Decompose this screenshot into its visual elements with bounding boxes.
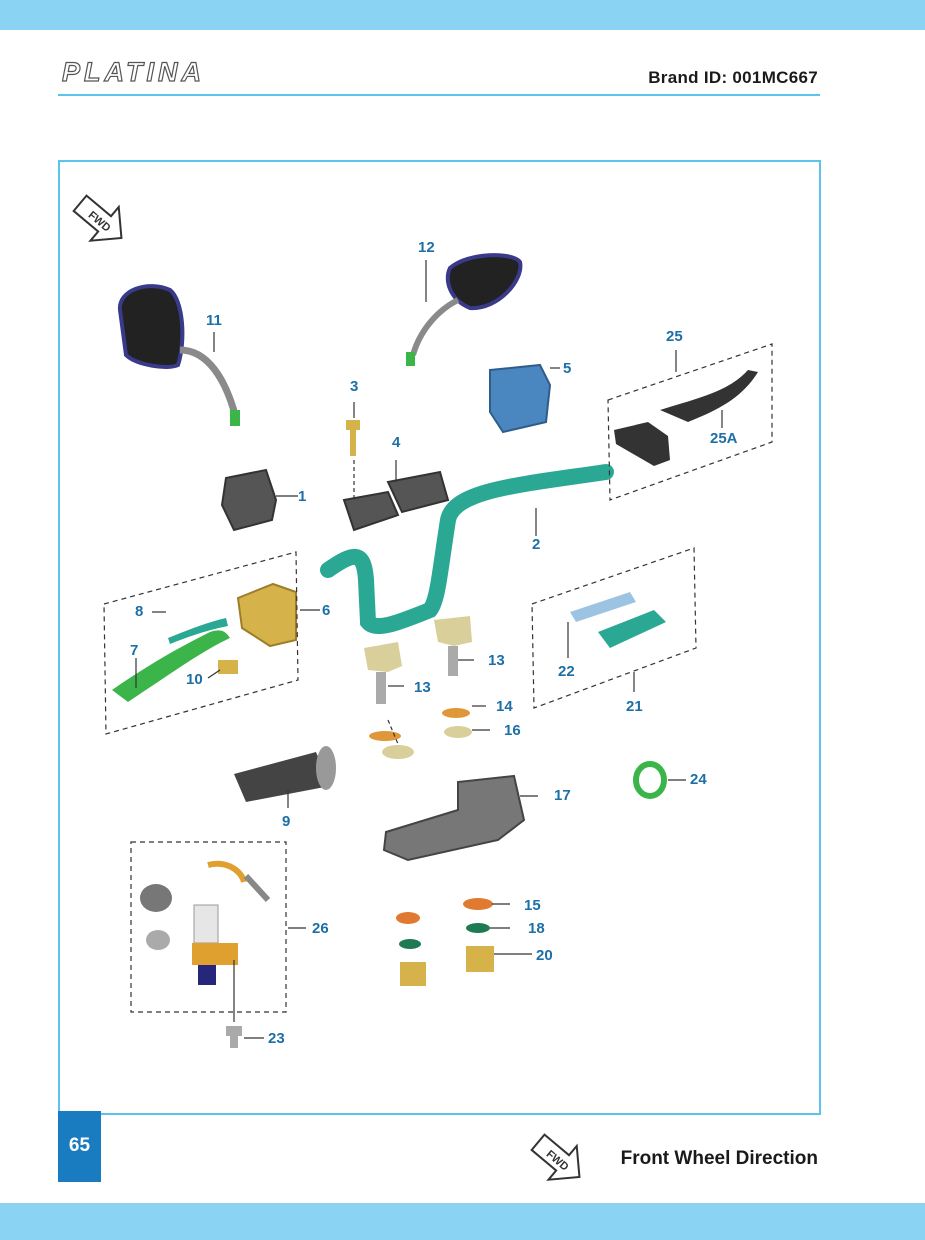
front-brake-lever bbox=[112, 630, 230, 702]
header-rule bbox=[58, 94, 820, 96]
page-number: 65 bbox=[58, 1111, 101, 1182]
left-grip bbox=[234, 752, 330, 802]
handlebar bbox=[320, 464, 614, 634]
washer bbox=[444, 726, 472, 738]
callout-16: 16 bbox=[504, 722, 521, 739]
bar-end-weight bbox=[220, 468, 278, 532]
group-box-26 bbox=[130, 841, 287, 1013]
right-grip bbox=[598, 610, 666, 648]
handlebar-riser bbox=[364, 642, 402, 704]
ignition-switch-assembly bbox=[140, 860, 271, 985]
callout-1: 1 bbox=[298, 488, 307, 505]
right-switch-housing bbox=[489, 363, 552, 434]
fwd-arrow-icon: FWD bbox=[72, 194, 123, 242]
callout-25: 25 bbox=[666, 328, 683, 345]
callout-21: 21 bbox=[626, 698, 643, 715]
holder-bolt bbox=[346, 420, 360, 456]
parts-diagram: FWD bbox=[72, 194, 773, 1048]
group-box-21 bbox=[531, 547, 697, 709]
svg-text:PLATINA: PLATINA bbox=[62, 57, 205, 86]
left-mirror bbox=[117, 284, 240, 426]
diagram-frame bbox=[58, 160, 821, 1115]
nut bbox=[466, 946, 494, 972]
callout-26: 26 bbox=[312, 920, 329, 937]
callout-13-right: 13 bbox=[488, 652, 505, 669]
brand-id: Brand ID: 001MC667 bbox=[648, 68, 818, 87]
handlebar-upper-holder bbox=[386, 470, 450, 514]
platina-logo: PLATINA bbox=[61, 56, 205, 86]
right-mirror bbox=[406, 253, 523, 366]
callout-3: 3 bbox=[350, 378, 359, 395]
fwd-arrow-icon: FWD bbox=[530, 1133, 581, 1181]
callout-8: 8 bbox=[135, 603, 144, 620]
callout-2: 2 bbox=[532, 536, 541, 553]
callout-5: 5 bbox=[563, 360, 572, 377]
callout-10: 10 bbox=[186, 671, 203, 688]
handlebar-bracket bbox=[382, 774, 526, 862]
bottom-band bbox=[0, 1203, 925, 1240]
callout-25a: 25A bbox=[710, 430, 738, 447]
group-box-25 bbox=[607, 343, 773, 501]
callout-4: 4 bbox=[392, 434, 401, 451]
washer bbox=[396, 912, 420, 924]
group-box-6 bbox=[103, 551, 299, 735]
callout-18: 18 bbox=[528, 920, 545, 937]
grip-clamp bbox=[633, 761, 667, 799]
washer bbox=[466, 923, 490, 933]
callout-14: 14 bbox=[496, 698, 513, 715]
stop-switch bbox=[218, 660, 238, 674]
handlebar-upper-holder bbox=[342, 490, 400, 532]
ignition-screw bbox=[226, 1026, 242, 1048]
fwd-legend: Front Wheel Direction bbox=[620, 1148, 818, 1169]
callout-22: 22 bbox=[558, 663, 575, 680]
washer bbox=[399, 939, 421, 949]
left-grip-end bbox=[316, 746, 336, 790]
callout-23: 23 bbox=[268, 1030, 285, 1047]
clutch-lever-assembly bbox=[614, 370, 758, 466]
callout-6: 6 bbox=[322, 602, 331, 619]
callout-13-left: 13 bbox=[414, 679, 431, 696]
brake-lever-holder bbox=[236, 582, 297, 648]
callout-20: 20 bbox=[536, 947, 553, 964]
washer bbox=[382, 745, 414, 759]
nut bbox=[400, 962, 426, 986]
washer bbox=[442, 708, 470, 718]
washer bbox=[463, 898, 493, 910]
callout-17: 17 bbox=[554, 787, 571, 804]
callout-15: 15 bbox=[524, 897, 541, 914]
top-band bbox=[0, 0, 925, 30]
callout-9: 9 bbox=[282, 813, 291, 830]
throttle-tube bbox=[570, 592, 636, 622]
callout-11: 11 bbox=[206, 312, 222, 329]
callout-24: 24 bbox=[690, 771, 707, 788]
callout-7: 7 bbox=[130, 642, 139, 659]
lever-cover bbox=[168, 618, 228, 644]
callout-12: 12 bbox=[418, 239, 435, 256]
handlebar-riser bbox=[434, 616, 472, 676]
